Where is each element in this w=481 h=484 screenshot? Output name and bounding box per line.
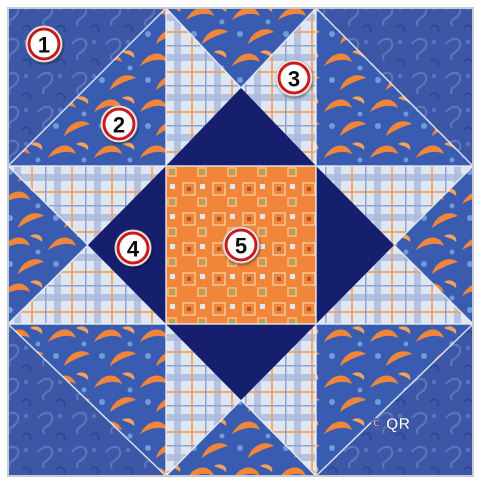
piece-label-5: 5 xyxy=(223,227,259,263)
piece-label-3-text: 3 xyxy=(288,67,300,92)
piece-label-5-text: 5 xyxy=(235,234,247,259)
copyright-symbol: © xyxy=(371,416,383,433)
piece-label-1-text: 1 xyxy=(38,33,50,58)
piece-label-2-text: 2 xyxy=(113,113,125,138)
copyright-initials: QR xyxy=(386,416,410,433)
piece-label-1: 1 xyxy=(26,26,62,62)
piece-label-3: 3 xyxy=(276,60,312,96)
piece-label-4-text: 4 xyxy=(127,237,140,262)
piece-label-4: 4 xyxy=(115,230,151,266)
piece-label-2: 2 xyxy=(101,106,137,142)
copyright-mark: © QR xyxy=(371,416,410,433)
